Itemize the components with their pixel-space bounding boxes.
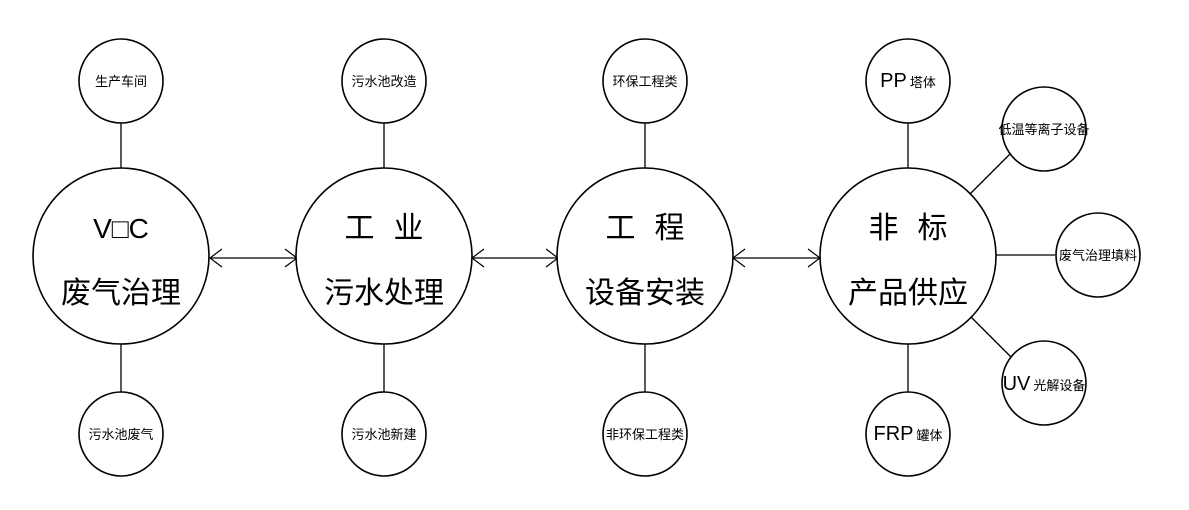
sub-node-wastewater-top: 污水池改造: [341, 38, 427, 124]
ns-upper-right-connector: [967, 151, 1013, 197]
main-node-wastewater: 工 业 污水处理: [295, 167, 473, 345]
main-node-engineering: 工 程 设备安装: [556, 167, 734, 345]
ns-lower-right-suffix: 光解设备: [1033, 378, 1085, 394]
ns-top-prefix: PP: [880, 70, 907, 92]
main-node-voc: V□C 废气治理: [32, 167, 210, 345]
sub-node-engineering-top: 环保工程类: [602, 38, 688, 124]
engineering-top-label: 环保工程类: [612, 75, 677, 90]
nonstandard-line2: 产品供应: [848, 276, 968, 311]
main-node-nonstandard: 非 标 产品供应: [819, 167, 997, 345]
wastewater-line1: 工 业: [344, 211, 423, 246]
nonstandard-line1: 非 标: [868, 211, 947, 246]
arrow-engineering-nonstandard: [732, 248, 821, 268]
wastewater-top-label: 污水池改造: [351, 75, 416, 90]
sub-node-wastewater-bottom: 污水池新建: [341, 391, 427, 477]
voc-line1: V□C: [93, 213, 149, 244]
engineering-bottom-label: 非环保工程类: [606, 428, 684, 443]
voc-top-label: 生产车间: [95, 74, 147, 90]
sub-node-engineering-bottom: 非环保工程类: [602, 391, 688, 477]
wastewater-bottom-label: 污水池新建: [351, 427, 416, 443]
arrow-wastewater-engineering: [471, 248, 559, 268]
sub-node-ns-upper-right: 低温等离子设备: [998, 86, 1090, 172]
ns-right-label: 废气治理填料: [1059, 248, 1137, 264]
sub-node-voc-top: 生产车间: [78, 38, 164, 124]
ns-lower-right-prefix: UV: [1003, 373, 1031, 395]
sub-node-voc-bottom: 污水池废气: [78, 391, 164, 477]
sub-node-ns-right: 废气治理填料: [1055, 212, 1141, 298]
ns-top-suffix: 塔体: [910, 76, 936, 91]
connector-lines: [120, 118, 1055, 396]
ns-lower-right-connector: [967, 313, 1013, 359]
ns-upper-right-label: 低温等离子设备: [998, 122, 1089, 138]
ns-bottom-suffix: 罐体: [916, 429, 942, 444]
ns-bottom-prefix: FRP: [873, 423, 913, 445]
engineering-line2: 设备安装: [585, 276, 705, 311]
wastewater-line2: 污水处理: [324, 276, 444, 311]
voc-line2: 废气治理: [61, 276, 181, 311]
arrow-voc-wastewater: [209, 248, 298, 268]
voc-bottom-label: 污水池废气: [88, 427, 153, 443]
engineering-line1: 工 程: [605, 211, 684, 246]
